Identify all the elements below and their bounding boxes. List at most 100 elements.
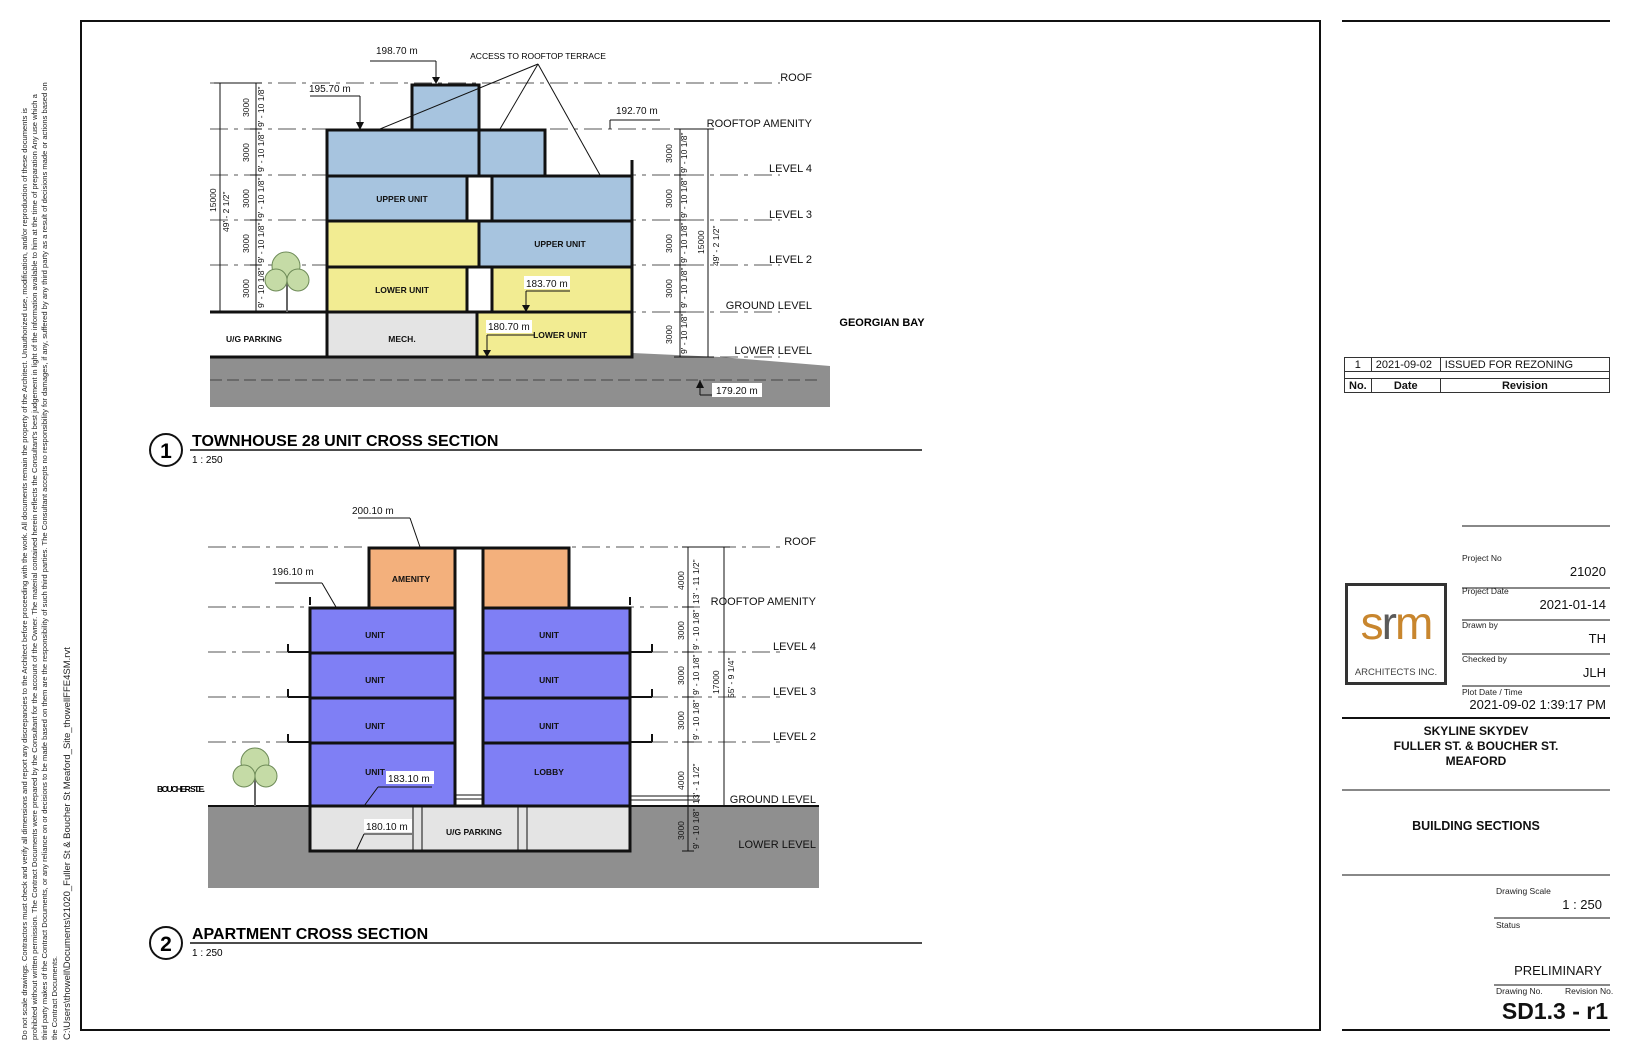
s1-dli-4: 9' - 10 1/8" — [256, 222, 266, 263]
s1-level-2: LEVEL 2 — [769, 254, 812, 266]
s1-dim-total-right: 15000 — [696, 230, 706, 254]
access-leaders — [379, 63, 601, 176]
tree-icon — [264, 251, 310, 312]
s1-dri-2: 9' - 10 1/8" — [679, 177, 689, 218]
s1-level-rooftop: ROOFTOP AMENITY — [707, 118, 813, 130]
plot-date: 2021-09-02 1:39:17 PM — [1469, 697, 1606, 712]
s1-dl-1: 3000 — [241, 98, 251, 117]
s1-dims-left — [214, 82, 262, 313]
elev-179: 179.20 m — [716, 386, 758, 397]
s1-dri-3: 9' - 10 1/8" — [679, 222, 689, 263]
rev-header-no: No. — [1344, 378, 1372, 393]
lower-unit-upper-left — [325, 219, 481, 269]
s2-room-unit-4: UNIT — [539, 675, 560, 685]
s2-balconies — [287, 597, 700, 801]
s2-elevation-markers: 200.10 m 196.10 m 183.10 m 180.10 m — [272, 506, 434, 852]
access-annotation: ACCESS TO ROOFTOP TERRACE — [470, 51, 606, 61]
s2-di-2: 9' - 10 1/8" — [691, 609, 701, 650]
s2-level-2: LEVEL 2 — [773, 731, 816, 743]
logo-subtitle: ARCHITECTS INC. — [1354, 667, 1438, 678]
room-mech: MECH. — [388, 334, 415, 344]
rooftop-access — [410, 83, 481, 132]
section-2-scale: 1 : 250 — [192, 948, 223, 959]
s2-level-lower: LOWER LEVEL — [738, 839, 816, 851]
section-2-number: 2 — [160, 933, 172, 956]
section-2-marker — [149, 926, 183, 960]
s2-elev-200: 200.10 m — [352, 506, 394, 517]
section-1-number: 1 — [160, 440, 172, 463]
status-value: PRELIMINARY — [1514, 963, 1602, 978]
lower-unit-right-top — [490, 265, 634, 314]
title-block-rules — [1342, 525, 1610, 986]
s2-d-2: 3000 — [676, 621, 686, 640]
tree-icon — [232, 747, 278, 806]
drawing-no-label: Drawing No. — [1496, 986, 1543, 996]
section-1-scale: 1 : 250 — [192, 455, 223, 466]
s1-level-ground: GROUND LEVEL — [726, 300, 812, 312]
georgian-bay-label-text: GEORGIAN BAY — [839, 317, 925, 329]
project-line-1: SKYLINE SKYDEV — [1423, 724, 1529, 738]
georgian-bay-label: GEORGIAN BAY — [839, 317, 925, 329]
s2-d-5: 4000 — [676, 771, 686, 790]
s1-dr-1: 3000 — [664, 144, 674, 163]
s2-room-unit-1: UNIT — [365, 630, 386, 640]
s2-d-1: 4000 — [676, 571, 686, 590]
revision-header: No. Date Revision — [1344, 378, 1611, 393]
plot-date-label: Plot Date / Time — [1462, 687, 1523, 697]
drawing-scale: 1 : 250 — [1562, 897, 1602, 912]
section-1-title: TOWNHOUSE 28 UNIT CROSS SECTION — [192, 433, 498, 450]
s1-dl-5: 3000 — [241, 279, 251, 298]
s2-room-unit-3: UNIT — [365, 675, 386, 685]
section-2-title: APARTMENT CROSS SECTION — [192, 926, 428, 943]
upper-unit-right — [477, 219, 634, 269]
s1-dim-total-left-imp: 49' - 2 1/2" — [221, 191, 231, 232]
s2-amenity-right — [481, 546, 571, 610]
s2-lobby — [481, 741, 632, 808]
s1-level-lower: LOWER LEVEL — [734, 345, 812, 357]
s2-room-unit-5: UNIT — [365, 721, 386, 731]
s2-elev-180: 180.10 m — [366, 822, 408, 833]
s2-elev-183: 183.10 m — [388, 774, 430, 785]
s2-level-ground: GROUND LEVEL — [730, 794, 816, 806]
s1-dr-3: 3000 — [664, 234, 674, 253]
apartment-section: AMENITY UNIT UNIT UNIT UNIT UNIT UNIT UN… — [149, 506, 922, 960]
s2-di-6: 9' - 10 1/8" — [691, 808, 701, 849]
section-1-marker — [149, 433, 183, 467]
s1-dri-1: 9' - 10 1/8" — [679, 132, 689, 173]
s1-level-roof: ROOF — [780, 72, 812, 84]
boucher-street-label: BOUCHER ST. E. — [157, 784, 205, 794]
revision-table: 1 2021-09-02 ISSUED FOR REZONING No. Dat… — [1344, 357, 1611, 393]
elev-192: 192.70 m — [616, 106, 658, 117]
s2-d-6: 3000 — [676, 821, 686, 840]
s1-dl-4: 3000 — [241, 234, 251, 253]
s2-room-lobby: LOBBY — [534, 767, 564, 777]
status-label: Status — [1496, 920, 1521, 930]
rev-no: 1 — [1344, 357, 1372, 372]
s2-di-4: 9' - 10 1/8" — [691, 699, 701, 740]
checked-by-label: Checked by — [1462, 654, 1507, 664]
s2-elev-196: 196.10 m — [272, 567, 314, 578]
s1-dr-4: 3000 — [664, 279, 674, 298]
s2-room-unit-6: UNIT — [539, 721, 560, 731]
s2-d-4: 3000 — [676, 711, 686, 730]
s2-d-3: 3000 — [676, 666, 686, 685]
srm-logo: srm ARCHITECTS INC. — [1345, 583, 1447, 685]
s1-level-3: LEVEL 3 — [769, 209, 812, 221]
s1-dim-total-left: 15000 — [208, 188, 218, 212]
drawing-number: SD1.3 - r1 — [1501, 998, 1608, 1024]
s2-dim-total: 17000 — [711, 670, 721, 694]
drawn-by: TH — [1588, 631, 1606, 646]
project-date-label: Project Date — [1462, 586, 1509, 596]
rev-header-revision: Revision — [1439, 378, 1611, 393]
drawing-border — [80, 20, 1321, 1031]
revision-no-label: Revision No. — [1565, 986, 1614, 996]
sheet-title: BUILDING SECTIONS — [1412, 819, 1540, 833]
s1-dims-right — [674, 128, 714, 358]
s1-dl-2: 3000 — [241, 143, 251, 162]
project-line-3: MEAFORD — [1445, 754, 1507, 768]
upper-unit-right-l4 — [490, 174, 634, 223]
s1-dri-5: 9' - 10 1/8" — [679, 313, 689, 354]
room-lower-unit-right: LOWER UNIT — [533, 330, 588, 340]
s2-level-roof: ROOF — [784, 536, 816, 548]
